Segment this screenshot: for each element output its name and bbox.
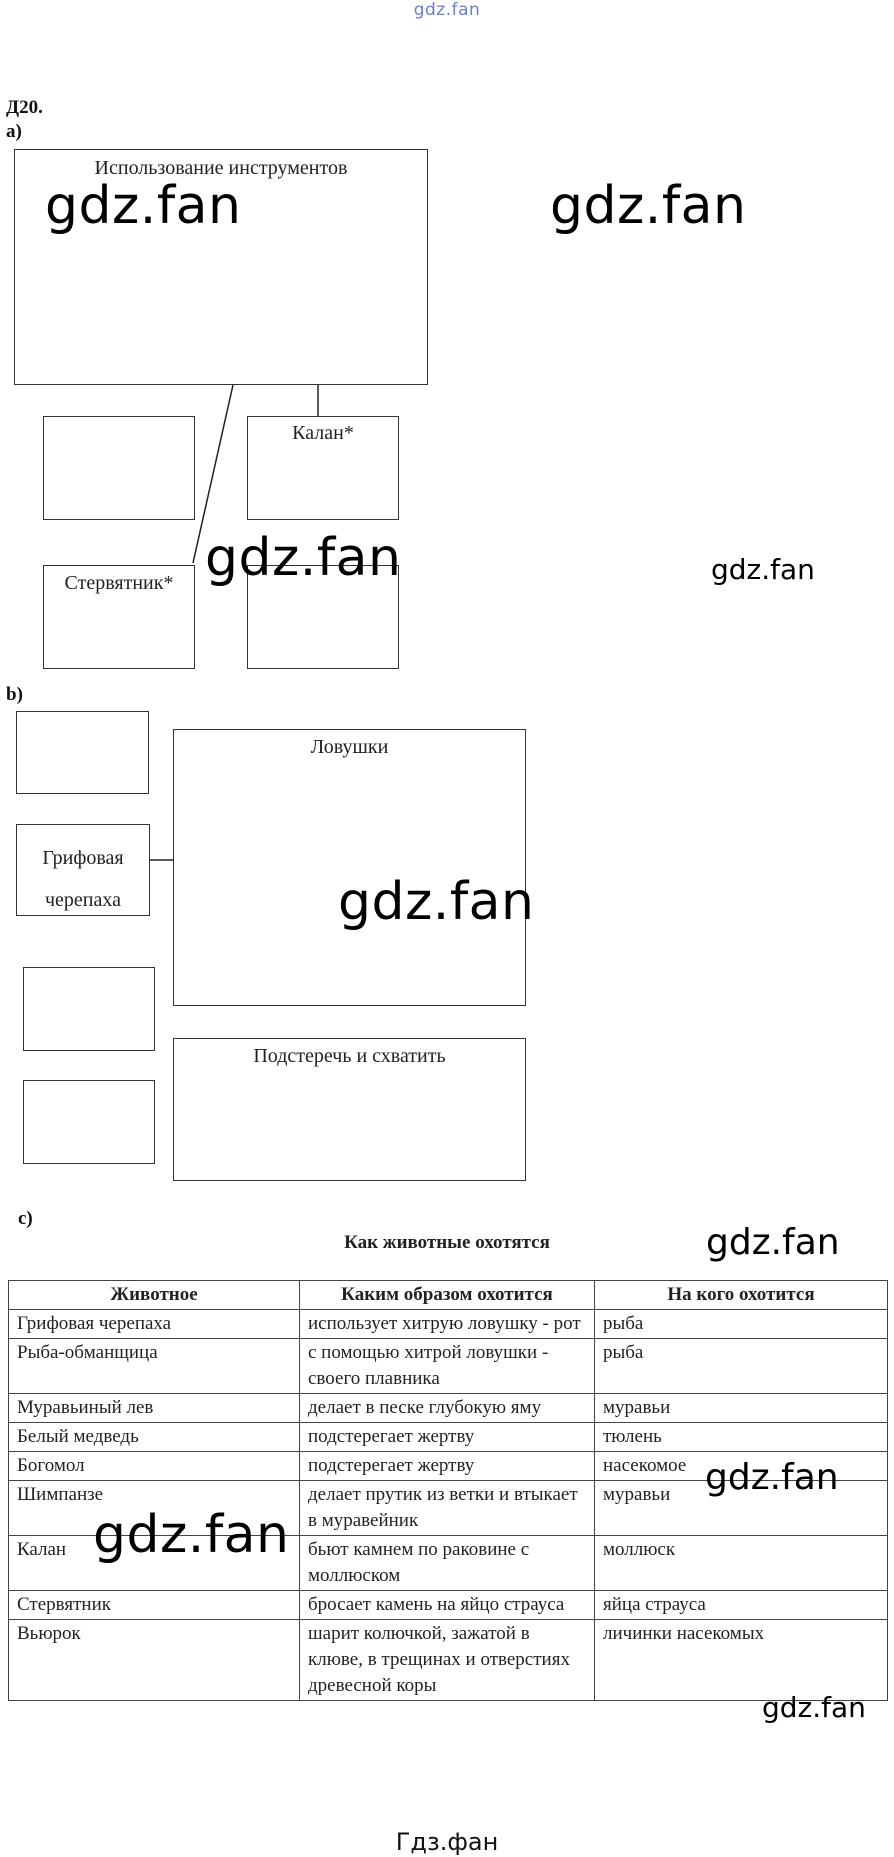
kalan-box: Калан* — [247, 416, 399, 520]
part-a-label: a) — [6, 121, 22, 142]
table-row: Шимпанзе делает прутик из ветки и втыкае… — [8, 1480, 888, 1536]
cell-method: с помощью хитрой ловушки - своего плавни… — [299, 1338, 595, 1394]
traps-box: Ловушки — [173, 729, 526, 1006]
footer-watermark: Гдз.фан — [395, 1828, 499, 1856]
cell-animal: Стервятник — [8, 1590, 300, 1620]
turtle-box: Грифовая черепаха — [16, 824, 150, 916]
cell-method: делает в песке глубокую яму — [299, 1393, 595, 1423]
connector-stervyatnik — [192, 384, 234, 564]
stervyatnik-label: Стервятник* — [64, 572, 174, 594]
cell-animal: Рыба-обманщица — [8, 1338, 300, 1394]
empty-box-a1 — [43, 416, 195, 520]
cell-method: бросает камень на яйцо страуса — [299, 1590, 595, 1620]
empty-box-b1 — [16, 711, 149, 794]
turtle-label: Грифовая черепаха — [42, 847, 124, 911]
empty-box-a2 — [247, 565, 399, 669]
ambush-box: Подстеречь и схватить — [173, 1038, 526, 1181]
hunting-table: Животное Каким образом охотится На кого … — [8, 1280, 888, 1701]
header-animal: Животное — [8, 1280, 300, 1310]
table-row: Грифовая черепаха использует хитрую лову… — [8, 1309, 888, 1339]
cell-animal: Богомол — [8, 1451, 300, 1481]
table-row: Белый медведь подстерегает жертву тюлень — [8, 1422, 888, 1452]
header-prey: На кого охотится — [594, 1280, 888, 1310]
kalan-label: Калан* — [292, 422, 354, 444]
cell-method: подстерегает жертву — [299, 1451, 595, 1481]
cell-method: шарит колючкой, зажатой в клюве, в трещи… — [299, 1619, 595, 1701]
cell-prey: яйца страуса — [594, 1590, 888, 1620]
empty-box-b2 — [23, 967, 155, 1051]
tool-use-box: Использование инструментов — [14, 149, 428, 385]
part-c-label: c) — [18, 1208, 33, 1229]
table-title: Как животные охотятся — [344, 1232, 550, 1253]
header-method: Каким образом охотится — [299, 1280, 595, 1310]
part-a-connectors — [192, 384, 319, 564]
cell-animal: Вьюрок — [8, 1619, 300, 1701]
cell-method: бьют камнем по раковине с моллюском — [299, 1535, 595, 1591]
table-row: Муравьиный лев делает в песке глубокую я… — [8, 1393, 888, 1423]
watermark: gdz.fan — [205, 528, 402, 588]
watermark: gdz.fan — [711, 553, 815, 586]
ambush-label: Подстеречь и схватить — [253, 1045, 446, 1067]
traps-label: Ловушки — [310, 736, 389, 758]
cell-prey: муравьи — [594, 1393, 888, 1423]
watermark: gdz.fan — [45, 176, 242, 236]
cell-animal: Белый медведь — [8, 1422, 300, 1452]
watermark: gdz.fan — [762, 1691, 866, 1724]
table-row: Вьюрок шарит колючкой, зажатой в клюве, … — [8, 1619, 888, 1701]
cell-prey: тюлень — [594, 1422, 888, 1452]
cell-method: подстерегает жертву — [299, 1422, 595, 1452]
watermark-top: gdz.fan — [413, 0, 481, 20]
table-header-row: Животное Каким образом охотится На кого … — [8, 1280, 888, 1310]
cell-method: делает прутик из ветки и втыкает в мурав… — [299, 1480, 595, 1536]
empty-box-b3 — [23, 1080, 155, 1164]
watermark: gdz.fan — [338, 872, 535, 932]
cell-animal: Муравьиный лев — [8, 1393, 300, 1423]
cell-prey: рыба — [594, 1309, 888, 1339]
watermark: gdz.fan — [706, 1222, 840, 1263]
cell-prey: личинки насекомых — [594, 1619, 888, 1701]
part-b-label: b) — [6, 684, 23, 705]
watermark: gdz.fan — [705, 1457, 839, 1498]
task-number: Д20. — [6, 97, 43, 118]
table-row: Рыба-обманщица с помощью хитрой ловушки … — [8, 1338, 888, 1394]
cell-animal: Грифовая черепаха — [8, 1309, 300, 1339]
watermark: gdz.fan — [550, 176, 747, 236]
table-row: Стервятник бросает камень на яйцо страус… — [8, 1590, 888, 1620]
cell-method: использует хитрую ловушку - рот — [299, 1309, 595, 1339]
cell-prey: рыба — [594, 1338, 888, 1394]
cell-animal: Шимпанзе — [8, 1480, 300, 1536]
tool-use-label: Использование инструментов — [94, 157, 348, 179]
cell-prey: моллюск — [594, 1535, 888, 1591]
watermark: gdz.fan — [93, 1505, 290, 1565]
stervyatnik-box: Стервятник* — [43, 565, 195, 669]
